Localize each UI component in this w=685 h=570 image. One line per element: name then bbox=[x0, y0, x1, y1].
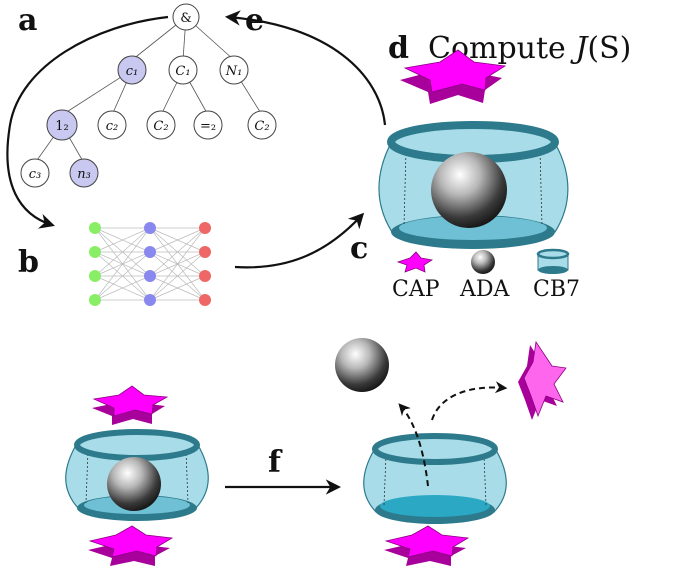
arrow-b-to-c bbox=[234, 212, 365, 269]
neural-network bbox=[89, 222, 211, 306]
tree-node-1-2 bbox=[46, 109, 78, 141]
tree-node-N1 bbox=[219, 55, 249, 85]
arrow-d-to-a bbox=[224, 10, 387, 126]
ada-sphere-top bbox=[431, 152, 507, 228]
panel-label-b: b bbox=[18, 245, 39, 280]
arrow-ada-release bbox=[398, 403, 429, 487]
cb7-floor-top bbox=[399, 216, 547, 240]
panel-label-d: d bbox=[388, 31, 409, 66]
tree-node-c1-label: c₁ bbox=[126, 64, 139, 79]
legend-ada-icon bbox=[471, 250, 495, 274]
nn-edge bbox=[149, 227, 206, 277]
compute-title-arg: (S) bbox=[587, 31, 631, 66]
tree-node-C2b-label: C₂ bbox=[254, 119, 269, 134]
legend: CAP ADA CB7 bbox=[392, 248, 580, 302]
tree-node-n3-label: n₃ bbox=[77, 167, 91, 182]
tree-node-eq2 bbox=[193, 110, 223, 140]
nn-edge bbox=[149, 251, 206, 301]
tree-node-n3 bbox=[69, 158, 99, 188]
panel-label-a: a bbox=[18, 3, 37, 38]
tree-node-eq2-label: =₂ bbox=[200, 119, 216, 134]
tree-node-c1 bbox=[117, 55, 147, 85]
nn-node-output bbox=[199, 246, 211, 258]
tree-node-C1-label: C₁ bbox=[175, 64, 190, 79]
nn-node-output bbox=[199, 222, 211, 234]
syntax-tree bbox=[34, 16, 263, 164]
nn-node-hidden bbox=[144, 294, 156, 306]
arrow-a-to-b bbox=[6, 15, 169, 229]
tree-node-1-2-label: 1₂ bbox=[55, 119, 68, 134]
nn-node-input bbox=[89, 246, 101, 258]
nn-edge bbox=[94, 251, 151, 301]
cap-star-released bbox=[518, 340, 567, 420]
cb7-complex-top bbox=[378, 49, 569, 249]
tree-node-C1 bbox=[168, 55, 198, 85]
tree-node-c2 bbox=[97, 110, 127, 140]
nn-node-input bbox=[89, 270, 101, 282]
panel-label-f: f bbox=[268, 445, 283, 480]
nn-node-hidden bbox=[144, 222, 156, 234]
tree-node-N1-label: N₁ bbox=[225, 64, 243, 79]
nn-edge bbox=[149, 227, 206, 301]
tree-node-C2a-label: C₂ bbox=[153, 119, 168, 134]
nn-node-hidden bbox=[144, 246, 156, 258]
nn-node-hidden bbox=[144, 270, 156, 282]
nn-node-input bbox=[89, 294, 101, 306]
legend-cb7-label: CB7 bbox=[533, 277, 580, 302]
panel-label-c: c bbox=[350, 231, 368, 266]
cap-star-bottom-left-top bbox=[92, 385, 169, 425]
legend-cap-label: CAP bbox=[392, 277, 440, 302]
cb7-complex-bottom-right bbox=[363, 433, 507, 566]
ada-sphere-released bbox=[335, 338, 389, 392]
tree-node-C2b bbox=[247, 110, 277, 140]
nn-node-output bbox=[199, 270, 211, 282]
arrow-cap-release bbox=[431, 381, 508, 421]
ada-sphere-bottom-left bbox=[107, 457, 161, 511]
tree-node-root-label: & bbox=[180, 11, 192, 26]
tree-nodes: & c₁ C₁ N₁ 1₂ c₂ C₂ =₂ C₂ c₃ n₃ bbox=[20, 3, 277, 188]
tree-node-c3 bbox=[20, 158, 50, 188]
nn-edge bbox=[149, 227, 206, 253]
legend-cap-icon bbox=[396, 251, 434, 273]
nn-edge bbox=[94, 227, 151, 301]
tree-node-c3-label: c₃ bbox=[29, 167, 42, 182]
nn-edge bbox=[94, 275, 151, 301]
nn-edge bbox=[94, 227, 151, 277]
nn-node-output bbox=[199, 294, 211, 306]
nn-edge bbox=[149, 275, 206, 301]
tree-node-root bbox=[172, 3, 200, 31]
legend-cb7-icon bbox=[536, 248, 570, 274]
nn-edge bbox=[94, 227, 151, 253]
tree-node-C2a bbox=[146, 110, 176, 140]
cap-star-top bbox=[400, 49, 507, 104]
cap-star-bottom-right-bottom bbox=[384, 525, 470, 566]
legend-ada-label: ADA bbox=[459, 277, 511, 302]
nn-node-input bbox=[89, 222, 101, 234]
tree-node-c2-label: c₂ bbox=[106, 119, 119, 134]
cap-star-bottom-left-bottom bbox=[88, 525, 174, 566]
cb7-complex-bottom-left bbox=[65, 385, 209, 566]
